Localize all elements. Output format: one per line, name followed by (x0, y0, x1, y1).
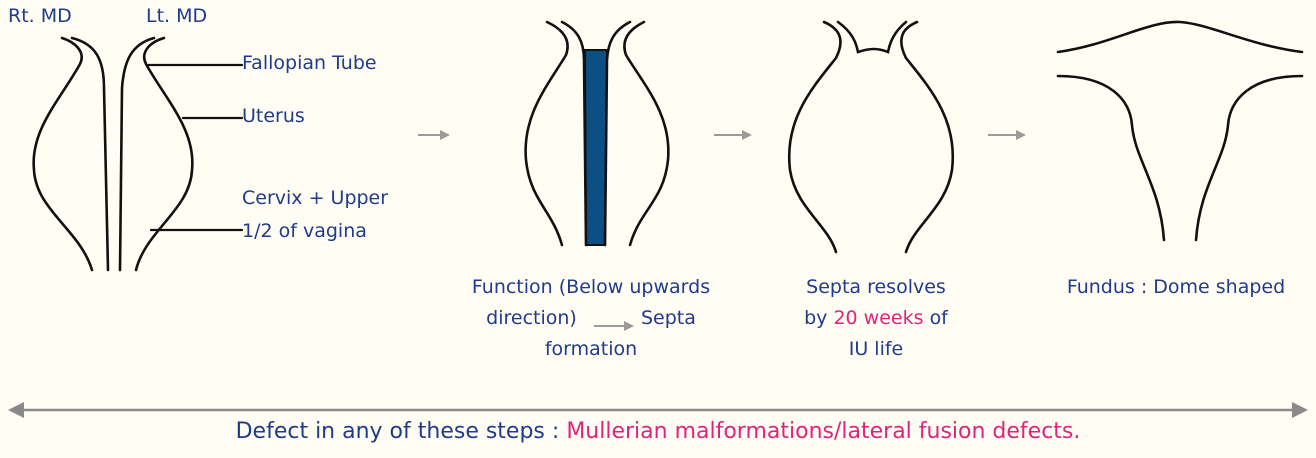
septa-caption-line3: IU life (760, 334, 992, 365)
fallopian-tube-label: Fallopian Tube (242, 52, 377, 75)
fusion-caption-line2-post: Septa (641, 307, 696, 329)
septa-caption: Septa resolves by 20 weeks of IU life (760, 272, 992, 365)
fusion-caption-line3: formation (432, 334, 750, 365)
septa-caption-line2-pre: by (804, 307, 827, 329)
defect-footer-prefix: Defect in any of these steps : (236, 419, 560, 444)
stage4-body (1058, 76, 1302, 240)
timeline-double-arrow (8, 402, 1308, 418)
left-duct-outer (136, 38, 192, 270)
defect-footer: Defect in any of these steps : Mullerian… (0, 419, 1316, 444)
defect-footer-highlight: Mullerian malformations/lateral fusion d… (566, 419, 1080, 444)
stage2-outer-right (624, 22, 668, 245)
stage4-dome (1058, 22, 1302, 52)
stage4-fundus (1058, 22, 1302, 240)
stage3-outline (789, 22, 953, 252)
left-duct-inner (120, 38, 154, 270)
septa-caption-highlight: 20 weeks (833, 307, 923, 329)
uterus-label: Uterus (242, 105, 305, 128)
right-duct-outer (34, 38, 92, 270)
fusion-caption-line2-pre: direction) (486, 307, 577, 329)
right-duct-inner (72, 38, 108, 270)
left-md-label: Lt. MD (146, 5, 207, 28)
stage2-outer-left (526, 22, 568, 245)
stage2-fused (526, 22, 669, 245)
fusion-caption-line1: Function (Below upwards (432, 272, 750, 303)
stage2-septum (585, 50, 607, 245)
stage3-resolved (789, 22, 953, 252)
septa-caption-line2: by 20 weeks of (760, 303, 992, 334)
stage1-ducts (34, 38, 193, 270)
fundus-caption: Fundus : Dome shaped (1040, 272, 1312, 303)
cervix-label-line2: 1/2 of vagina (242, 220, 367, 243)
fusion-caption: Function (Below upwards direction) Septa… (432, 272, 750, 365)
right-md-label: Rt. MD (8, 5, 72, 28)
fundus-caption-line1: Fundus : Dome shaped (1040, 272, 1312, 303)
septa-caption-line1: Septa resolves (760, 272, 992, 303)
stage3-fundus-notch (838, 22, 906, 52)
septa-caption-line2-post: of (930, 307, 948, 329)
fusion-caption-line2: direction) Septa (432, 303, 750, 334)
cervix-label-line1: Cervix + Upper (242, 187, 388, 210)
